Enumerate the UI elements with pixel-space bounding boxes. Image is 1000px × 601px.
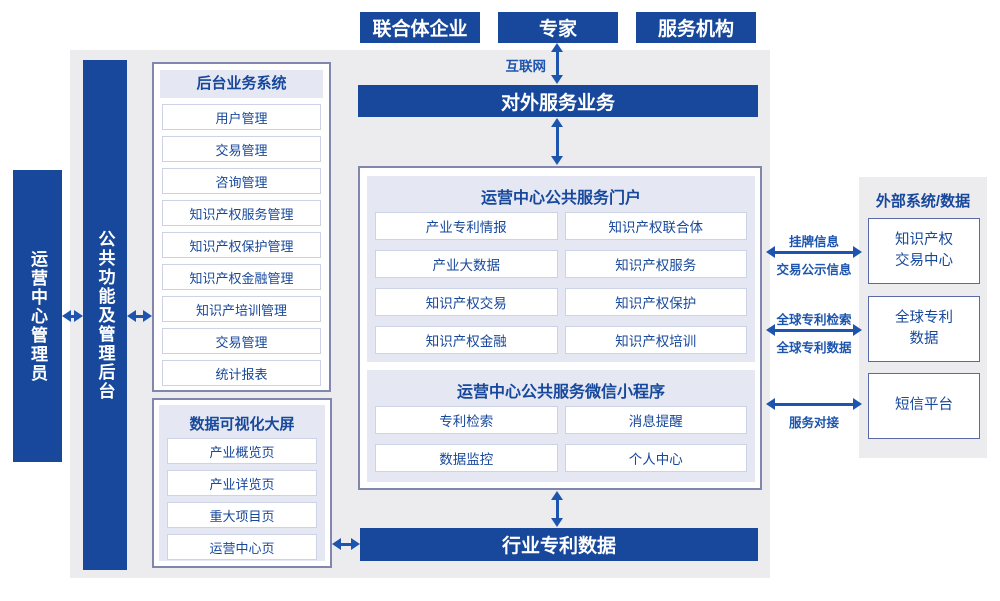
portal-box: 运营中心公共服务门户 产业专利情报 知识产权联合体 产业大数据 知识产权服务 知… — [358, 166, 762, 490]
actor-label: 服务机构 — [657, 19, 734, 40]
external-system-ip-trade-center: 知识产权 交易中心 — [868, 218, 980, 284]
global-patent-arrow — [766, 324, 862, 336]
backend-item: 知识产权保护管理 — [162, 232, 321, 258]
public-function-backend-bar: 公共功能及管理后台 — [83, 60, 127, 570]
actor-consortium-enterprise: 联合体企业 — [360, 12, 480, 43]
miniprogram-item-grid: 专利检索 消息提醒 数据监控 个人中心 — [375, 406, 747, 472]
backend-item: 交易管理 — [162, 136, 321, 162]
ext-line: 全球专利 — [895, 309, 953, 326]
miniprogram-section-title: 运营中心公共服务微信小程序 — [456, 384, 665, 401]
backend-item: 咨询管理 — [162, 168, 321, 194]
portal-item: 知识产权服务 — [564, 250, 747, 278]
portal-item: 知识产权保护 — [564, 288, 747, 316]
portal-item: 知识产权联合体 — [564, 212, 747, 240]
backend-item: 知识产权服务管理 — [162, 200, 321, 226]
dashboard-item: 运营中心页 — [167, 534, 317, 560]
portal-section-miniprogram: 运营中心公共服务微信小程序 专利检索 消息提醒 数据监控 个人中心 — [367, 370, 755, 482]
actor-label: 专家 — [538, 19, 577, 40]
miniprogram-item: 专利检索 — [375, 406, 558, 434]
backend-item: 知识产培训管理 — [162, 296, 321, 322]
external-system-global-patent-data: 全球专利 数据 — [868, 296, 980, 362]
listing-info-label-above: 挂牌信息 — [788, 235, 839, 249]
actor-expert: 专家 — [498, 12, 618, 43]
backend-system-title: 后台业务系统 — [160, 70, 323, 98]
external-system-sms-platform: 短信平台 — [868, 373, 980, 439]
service-connect-arrow — [766, 398, 862, 410]
portal-section-title: 运营中心公共服务门户 — [480, 190, 641, 207]
miniprogram-item: 消息提醒 — [564, 406, 747, 434]
portal-item: 知识产权金融 — [375, 326, 558, 354]
portal-item-grid: 产业专利情报 知识产权联合体 产业大数据 知识产权服务 知识产权交易 知识产权保… — [375, 212, 747, 354]
ext-line: 知识产权 — [895, 231, 953, 248]
backend-item: 知识产权金融管理 — [162, 264, 321, 290]
backend-bar-label: 公共功能及管理后台 — [95, 229, 115, 401]
portal-to-patent-data-arrow — [551, 491, 563, 527]
dashboard-item: 重大项目页 — [167, 502, 317, 528]
internet-arrow — [551, 43, 563, 84]
bar-label: 对外服务业务 — [500, 92, 615, 114]
actor-service-agency: 服务机构 — [636, 12, 756, 43]
backend-to-system-arrow — [127, 310, 152, 322]
global-patent-label-below: 全球专利数据 — [776, 341, 852, 355]
operation-center-admin: 运营中心管理员 — [13, 170, 62, 462]
internet-label: 互联网 — [505, 59, 547, 74]
dashboard-to-patent-data-arrow — [332, 538, 360, 550]
data-visualization-box: 数据可视化大屏 产业概览页 产业详览页 重大项目页 运营中心页 — [152, 398, 332, 568]
admin-label: 运营中心管理员 — [28, 249, 47, 383]
global-patent-label-above: 全球专利检索 — [776, 313, 852, 327]
ext-line: 数据 — [909, 331, 939, 347]
listing-info-arrow — [766, 246, 862, 258]
portal-item: 产业大数据 — [375, 250, 558, 278]
miniprogram-item: 数据监控 — [375, 444, 558, 472]
bar-label: 行业专利数据 — [501, 536, 616, 557]
data-visualization-panel: 数据可视化大屏 产业概览页 产业详览页 重大项目页 运营中心页 — [159, 405, 325, 561]
actor-label: 联合体企业 — [372, 19, 468, 40]
portal-item: 产业专利情报 — [375, 212, 558, 240]
admin-to-backend-arrow — [62, 310, 83, 322]
service-to-portal-arrow — [551, 118, 563, 165]
listing-info-label-below: 交易公示信息 — [776, 263, 852, 277]
service-connect-label: 服务对接 — [788, 416, 839, 430]
data-visualization-title: 数据可视化大屏 — [189, 416, 295, 433]
dashboard-item: 产业详览页 — [167, 470, 317, 496]
portal-section-public-portal: 运营中心公共服务门户 产业专利情报 知识产权联合体 产业大数据 知识产权服务 知… — [367, 176, 755, 362]
dashboard-item: 产业概览页 — [167, 438, 317, 464]
portal-item: 知识产权交易 — [375, 288, 558, 316]
portal-item: 知识产权培训 — [564, 326, 747, 354]
backend-item: 交易管理 — [162, 328, 321, 354]
ext-line: 短信平台 — [895, 397, 953, 414]
backend-system-box: 后台业务系统 用户管理 交易管理 咨询管理 知识产权服务管理 知识产权保护管理 … — [152, 62, 331, 392]
external-service-bar: 对外服务业务 — [358, 85, 758, 117]
industry-patent-data-bar: 行业专利数据 — [360, 528, 758, 561]
backend-item: 统计报表 — [162, 360, 321, 386]
external-systems-title: 外部系统/数据 — [875, 193, 971, 210]
backend-item: 用户管理 — [162, 104, 321, 130]
miniprogram-item: 个人中心 — [564, 444, 747, 472]
ext-line: 交易中心 — [895, 253, 953, 269]
